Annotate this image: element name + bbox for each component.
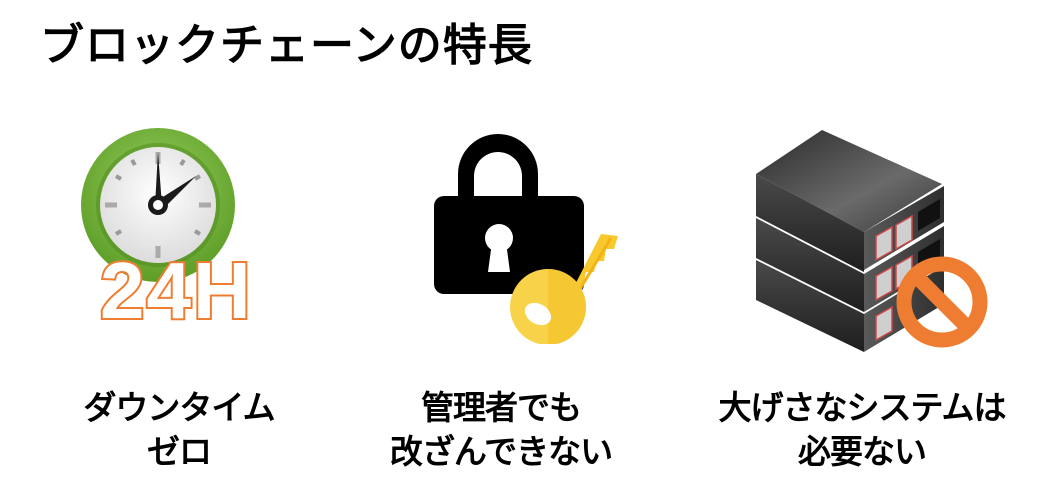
caption-line-1: 大げさなシステムは bbox=[718, 388, 1006, 427]
caption-line-2: ゼロ bbox=[147, 432, 212, 471]
padlock-key-icon bbox=[426, 124, 626, 344]
caption-line-1: 管理者でも bbox=[421, 388, 582, 427]
caption-line-1: ダウンタイム bbox=[83, 388, 275, 427]
caption-line-2: 必要ない bbox=[798, 432, 927, 471]
caption-no-large-system: 大げさなシステムは 必要ない bbox=[682, 386, 1042, 474]
caption-zero-downtime: ダウンタイム ゼロ bbox=[44, 386, 314, 474]
svg-text:24H: 24H bbox=[100, 246, 253, 328]
caption-line-2: 改ざんできない bbox=[389, 432, 613, 471]
caption-tamper-proof: 管理者でも 改ざんできない bbox=[366, 386, 636, 474]
server-prohibited-icon bbox=[752, 124, 1002, 364]
page-title: ブロックチェーンの特長 bbox=[40, 20, 533, 71]
clock-24h-icon: 24H bbox=[78, 128, 288, 328]
